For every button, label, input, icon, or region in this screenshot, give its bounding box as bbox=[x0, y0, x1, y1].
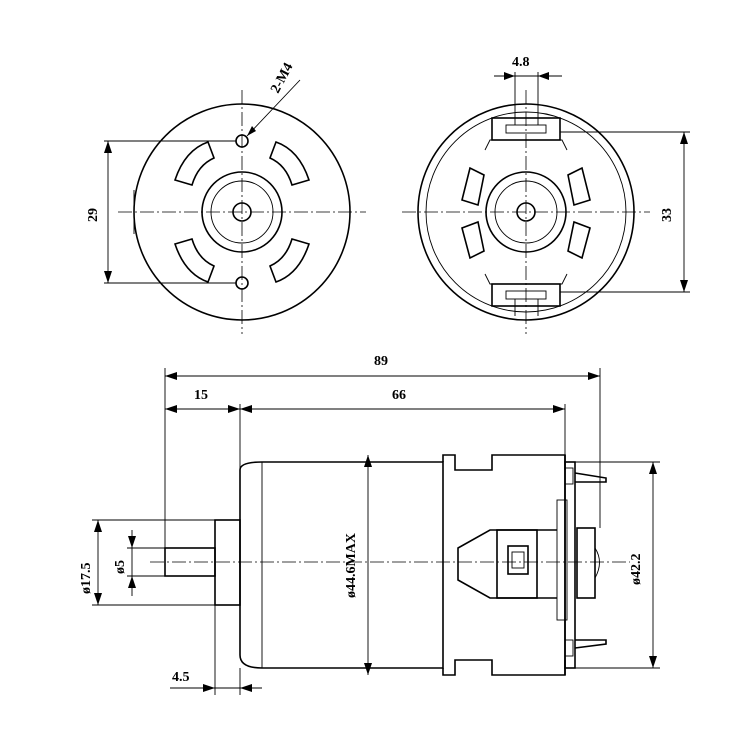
terminal-width-label: 4.8 bbox=[512, 55, 530, 70]
side-view: 89 15 66 4.5 ø17.5 ø5 ø44.6MAX bbox=[79, 354, 660, 695]
rear-view: 4.8 33 bbox=[402, 55, 690, 334]
vent-slot bbox=[567, 166, 591, 207]
shaft-diameter-label: ø5 bbox=[113, 560, 128, 574]
front-boss bbox=[214, 519, 241, 606]
hole-label: 2-M4 bbox=[268, 61, 296, 96]
front-view: 2-M4 29 bbox=[86, 61, 366, 334]
vent-slot bbox=[173, 140, 216, 186]
boss-length-label: 4.5 bbox=[172, 670, 190, 685]
body-diameter-label: ø44.6MAX bbox=[344, 533, 359, 598]
boss-diameter-label: ø17.5 bbox=[79, 563, 94, 595]
endcap-diameter-label: ø42.2 bbox=[629, 554, 644, 586]
overall-length-label: 89 bbox=[374, 354, 388, 369]
hole-spacing-label: 29 bbox=[86, 208, 101, 222]
vent-slot bbox=[461, 166, 485, 207]
terminal-spacing-label: 33 bbox=[660, 208, 675, 222]
vent-slot bbox=[268, 238, 311, 284]
vent-slot bbox=[268, 140, 311, 186]
vent-slot bbox=[567, 220, 591, 260]
shaft-length-label: 15 bbox=[194, 388, 208, 403]
vent-slot bbox=[461, 220, 485, 260]
body-length-label: 66 bbox=[392, 388, 406, 403]
vent-slot bbox=[173, 238, 216, 284]
motor-body bbox=[239, 461, 444, 669]
